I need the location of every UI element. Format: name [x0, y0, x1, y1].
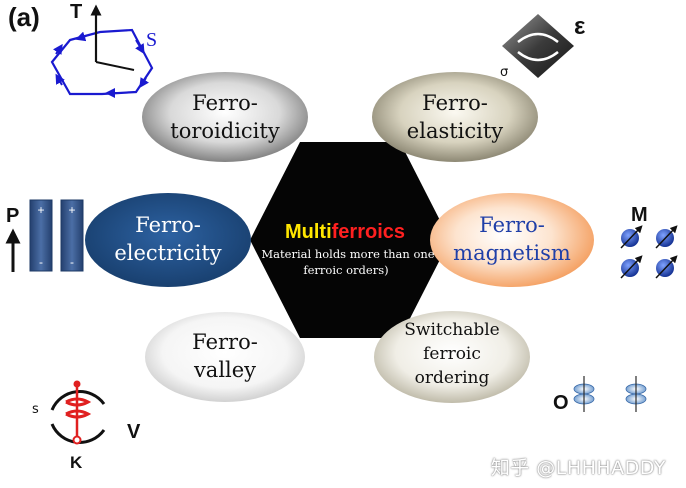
polarization-P-label: P [6, 205, 19, 227]
bubble-valley: Ferro- valley [145, 312, 305, 402]
bubble-switchable-ordering: Switchable ferroic ordering [374, 311, 530, 403]
toroidal-T-label: T [70, 1, 82, 23]
order-O-label: O [553, 392, 569, 414]
capacitor-plus-2: + [68, 203, 75, 217]
bubble-electricity-line1: Ferro- [135, 213, 201, 237]
spin-icon-1 [620, 225, 643, 249]
bubble-electricity: Ferro- electricity [85, 193, 251, 287]
bubble-elasticity: Ferro- elasticity [372, 72, 538, 162]
bubble-elasticity-line1: Ferro- [422, 91, 488, 115]
spin-icon-2 [655, 225, 678, 249]
bubble-toroidicity: Ferro- toroidicity [142, 72, 308, 162]
spin-icon-3 [620, 255, 643, 279]
orbital-icon-2 [625, 376, 647, 412]
bubble-toroidicity-line1: Ferro- [192, 91, 258, 115]
toroidal-moment-icon: T S [50, 1, 157, 98]
center-subtitle-line1: Material holds more than one [261, 247, 434, 261]
capacitor-plus-1: + [37, 203, 44, 217]
bubble-toroidicity-line2: toroidicity [170, 119, 280, 143]
bubble-magnetism-line2: magnetism [453, 241, 571, 265]
bubble-elasticity-line2: elasticity [407, 119, 504, 143]
bubble-valley-line2: valley [193, 358, 256, 382]
valley-V-label: V [127, 421, 141, 443]
bubble-electricity-line2: electricity [114, 241, 221, 265]
bubble-valley-line1: Ferro- [192, 330, 258, 354]
valley-icon: s V K [32, 380, 141, 472]
bubble-switchable-line2: ferroic [423, 344, 481, 364]
valley-s-label: s [32, 402, 39, 417]
magnetization-M-label: M [631, 204, 648, 226]
valley-K-label: K [70, 453, 83, 472]
orbital-order-icon: O [553, 376, 647, 414]
bubble-magnetism: Ferro- magnetism [430, 193, 594, 287]
orbital-icon-1 [573, 376, 595, 412]
polarization-icon: P + + - - [5, 199, 84, 272]
bubble-switchable-line1: Switchable [404, 320, 499, 340]
center-title-multi: Multi [285, 221, 332, 243]
bubble-switchable-line3: ordering [415, 368, 490, 388]
capacitor-minus-2: - [70, 255, 74, 269]
toroidal-S-label: S [146, 29, 157, 51]
center-subtitle-line2: ferroic orders) [303, 263, 388, 277]
capacitor-minus-1: - [39, 255, 43, 269]
center-title-ferroics: ferroics [332, 221, 405, 243]
stress-sigma-label: σ [500, 65, 508, 80]
watermark: 知乎 @LHHHADDY [490, 457, 666, 479]
center-title: Multiferroics [285, 221, 405, 243]
spin-icon-4 [655, 255, 678, 279]
center-hexagon [250, 142, 450, 338]
strain-epsilon-label: ε [574, 13, 585, 40]
bubble-magnetism-line1: Ferro- [479, 213, 545, 237]
stress-strain-icon: ε σ [500, 13, 585, 80]
panel-label: (a) [8, 2, 40, 32]
magnetization-icon: M [620, 204, 678, 279]
